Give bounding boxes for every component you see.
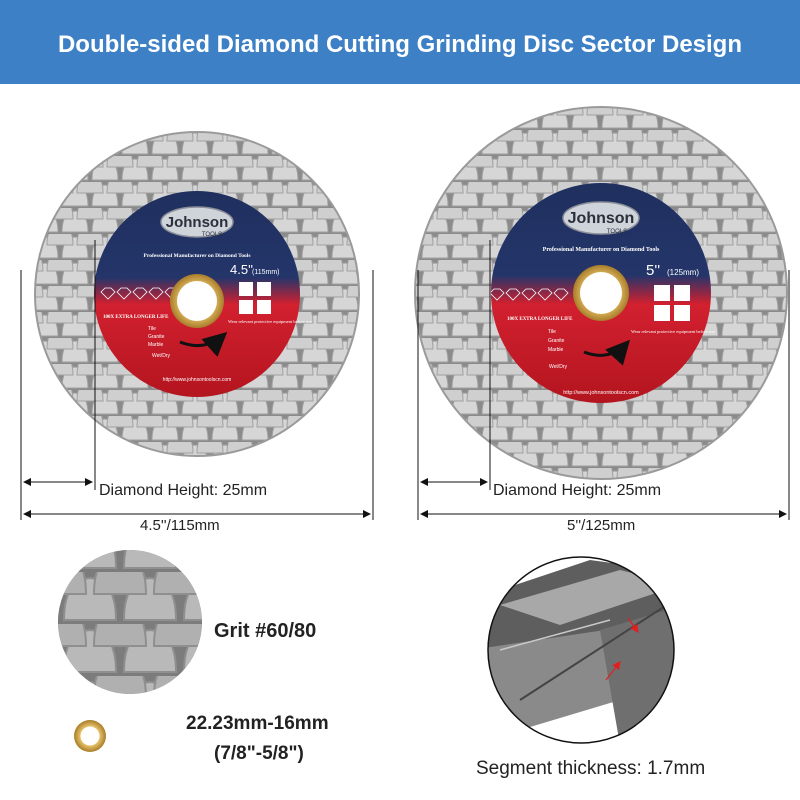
segment-closeup xyxy=(487,556,675,744)
rotation-arrow-icon xyxy=(179,331,228,357)
dimension-lines-right xyxy=(417,240,790,520)
diamond-height-right: Diamond Height: 25mm xyxy=(493,482,662,499)
mode-right: Wet/Dry xyxy=(549,364,567,370)
dimension-lines-left xyxy=(20,240,374,520)
material-tile-left: Tile xyxy=(148,326,156,332)
material-marble-left: Marble xyxy=(148,342,164,348)
safety-icons-left xyxy=(239,282,271,314)
url-right: http://www.johnsontoolscn.com xyxy=(563,390,639,396)
size-mm-right: (125mm) xyxy=(667,268,699,277)
tagline-right: Professional Manufacturer on Diamond Too… xyxy=(543,247,660,253)
material-marble-right: Marble xyxy=(548,347,564,353)
diameter-right: 5''/125mm xyxy=(567,517,636,534)
segment-arrow-top xyxy=(627,617,639,633)
disc-left: Johnson TOOLS Professional Manufacturer … xyxy=(34,131,360,457)
safety-text-right: Wear relevant protective equipment befor… xyxy=(631,329,715,334)
size-label-right: 5'' xyxy=(646,262,660,279)
bore-size-line1: 22.23mm-16mm xyxy=(186,713,329,734)
bushing-ring xyxy=(74,720,106,752)
size-mm-left: (115mm) xyxy=(252,269,279,276)
safety-icons-right xyxy=(654,285,690,321)
page-title: Double-sided Diamond Cutting Grinding Di… xyxy=(57,31,743,58)
tagline-left: Professional Manufacturer on Diamond Too… xyxy=(144,253,251,259)
safety-text-left: Wear relevant protective equipment befor… xyxy=(228,319,312,324)
material-granite-left: Granite xyxy=(148,334,165,340)
brand-logo-left: Johnson xyxy=(166,214,229,231)
life-text-left: 100X EXTRA LONGER LIFE xyxy=(103,315,169,320)
grit-closeup xyxy=(58,550,202,694)
segment-thickness-label: Segment thickness: 1.7mm xyxy=(476,758,706,779)
diamond-icons-left xyxy=(100,287,180,300)
brand-sub-right: TOOLS xyxy=(607,229,627,235)
bore-size-line2: (7/8"-5/8") xyxy=(214,743,304,764)
rotation-arrow-icon xyxy=(583,339,631,366)
disc-left-label: Johnson TOOLS Professional Manufacturer … xyxy=(94,191,312,397)
diamond-height-left: Diamond Height: 25mm xyxy=(99,482,268,499)
diameter-left: 4.5''/115mm xyxy=(140,517,220,534)
mode-left: Wet/Dry xyxy=(152,353,170,359)
life-text-right: 100X EXTRA LONGER LIFE xyxy=(507,317,573,322)
diamond-icons-right xyxy=(489,288,569,301)
brand-sub-left: TOOLS xyxy=(202,232,222,238)
material-tile-right: Tile xyxy=(548,329,556,335)
url-left: http://www.johnsontoolscn.com xyxy=(163,377,232,383)
segment-arrow-bottom xyxy=(605,661,621,681)
size-label-left: 4.5'' xyxy=(230,262,253,277)
grit-label: Grit #60/80 xyxy=(214,620,317,642)
material-granite-right: Granite xyxy=(548,338,565,344)
brand-logo-right: Johnson xyxy=(568,210,635,227)
title-banner: Double-sided Diamond Cutting Grinding Di… xyxy=(0,0,800,84)
disc-right-label: Johnson TOOLS Professional Manufacturer … xyxy=(489,183,715,403)
disc-right: Johnson TOOLS Professional Manufacturer … xyxy=(414,106,788,480)
